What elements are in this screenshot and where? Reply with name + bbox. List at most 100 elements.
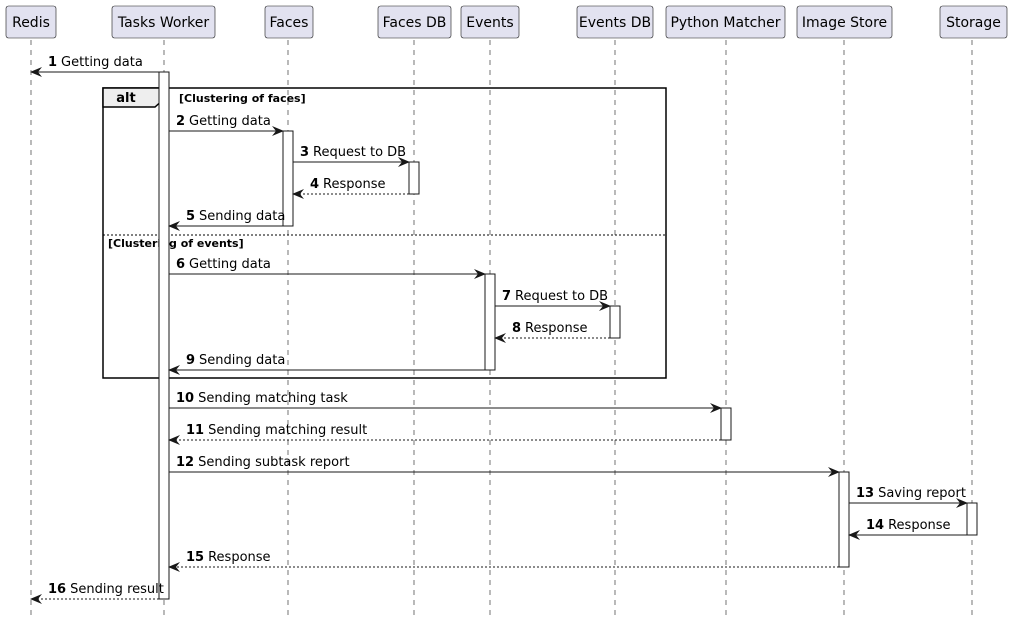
- alt-frame: alt [Clustering of faces] [Clustering of e…: [102, 87, 667, 379]
- message-6: 6 Getting data: [169, 257, 486, 279]
- message-label: Sending data: [199, 209, 285, 224]
- message-number: 14: [866, 518, 884, 533]
- message-number: 16: [48, 582, 66, 597]
- message-label: Response: [208, 550, 270, 565]
- message-7: 7 Request to DB: [495, 289, 611, 311]
- message-label: Getting data: [61, 55, 143, 70]
- message-label: Getting data: [189, 257, 271, 272]
- message-number: 12: [176, 455, 194, 470]
- message-12: 12 Sending subtask report: [169, 455, 840, 477]
- message-text: 12 Sending subtask report: [176, 455, 350, 470]
- participant-label: Redis: [12, 15, 50, 31]
- message-text: 15 Response: [186, 550, 271, 565]
- message-13: 13 Saving report: [849, 486, 968, 508]
- participant-label: Events DB: [579, 15, 651, 31]
- message-text: 1 Getting data: [48, 55, 143, 70]
- participant-facesdb: Faces DB: [377, 5, 452, 39]
- alt-guard-events: [Clustering of events]: [108, 237, 244, 250]
- participant-label: Storage: [946, 15, 1001, 31]
- message-number: 4: [310, 177, 319, 192]
- activation-eventsdb: [609, 305, 621, 339]
- message-number: 5: [186, 209, 195, 224]
- message-number: 3: [300, 145, 309, 160]
- participant-box: [939, 5, 1008, 39]
- message-number: 15: [186, 550, 204, 565]
- message-text: 14 Response: [866, 518, 951, 533]
- participant-box: [111, 5, 216, 39]
- message-text: 10 Sending matching task: [176, 391, 348, 406]
- message-text: 6 Getting data: [176, 257, 271, 272]
- message-number: 1: [48, 55, 57, 70]
- participant-imagestore: Image Store: [796, 5, 893, 39]
- participant-box: [377, 5, 452, 39]
- message-16: 16 Sending result: [30, 582, 164, 604]
- message-label: Sending matching task: [198, 391, 348, 406]
- participant-redis: Redis: [5, 5, 57, 39]
- message-number: 10: [176, 391, 194, 406]
- participant-box: [576, 5, 654, 39]
- message-label: Sending result: [70, 582, 164, 597]
- message-11: 11 Sending matching result: [168, 423, 721, 445]
- message-text: 11 Sending matching result: [186, 423, 367, 438]
- activation-worker: [158, 71, 170, 600]
- participant-eventsdb: Events DB: [576, 5, 654, 39]
- message-text: 13 Saving report: [856, 486, 966, 501]
- message-text: 7 Request to DB: [502, 289, 608, 304]
- participant-worker: Tasks Worker: [111, 5, 216, 39]
- message-label: Request to DB: [313, 145, 406, 160]
- message-number: 11: [186, 423, 204, 438]
- message-label: Sending subtask report: [198, 455, 349, 470]
- message-label: Request to DB: [515, 289, 608, 304]
- alt-frame-title: alt: [116, 91, 135, 106]
- message-text: 16 Sending result: [48, 582, 164, 597]
- message-3: 3 Request to DB: [293, 145, 410, 167]
- message-text: 8 Response: [512, 321, 587, 336]
- alt-frame-border: [102, 87, 667, 379]
- message-10: 10 Sending matching task: [169, 391, 722, 413]
- participant-box: [264, 5, 314, 39]
- message-15: 15 Response: [168, 550, 839, 572]
- message-text: 2 Getting data: [176, 114, 271, 129]
- participant-label: Image Store: [802, 15, 887, 31]
- activation-faces: [282, 130, 294, 227]
- message-label: Sending matching result: [208, 423, 367, 438]
- participant-storage: Storage: [939, 5, 1008, 39]
- participant-box: [460, 5, 520, 39]
- activation-matcher: [720, 407, 732, 441]
- participant-label: Python Matcher: [670, 15, 780, 31]
- message-label: Response: [888, 518, 950, 533]
- message-text: 3 Request to DB: [300, 145, 406, 160]
- message-number: 2: [176, 114, 185, 129]
- message-number: 6: [176, 257, 185, 272]
- participant-events: Events: [460, 5, 520, 39]
- message-label: Response: [525, 321, 587, 336]
- message-9: 9 Sending data: [168, 353, 485, 375]
- participant-label: Events: [466, 15, 513, 31]
- participant-label: Faces: [270, 15, 309, 31]
- message-number: 9: [186, 353, 195, 368]
- message-label: Getting data: [189, 114, 271, 129]
- message-text: 5 Sending data: [186, 209, 285, 224]
- participant-box: [5, 5, 57, 39]
- activation-events: [484, 273, 496, 371]
- message-8: 8 Response: [494, 321, 610, 343]
- participant-label: Tasks Worker: [117, 15, 210, 31]
- message-label: Sending data: [199, 353, 285, 368]
- alt-guard-faces: [Clustering of faces]: [179, 92, 306, 105]
- message-label: Saving report: [878, 486, 966, 501]
- message-5: 5 Sending data: [168, 209, 285, 231]
- participant-matcher: Python Matcher: [665, 5, 786, 39]
- activation-storage: [966, 502, 978, 536]
- message-number: 7: [502, 289, 511, 304]
- message-text: 9 Sending data: [186, 353, 285, 368]
- activation-facesdb: [408, 161, 420, 195]
- participant-box: [665, 5, 786, 39]
- message-number: 8: [512, 321, 521, 336]
- message-number: 13: [856, 486, 874, 501]
- participant-faces: Faces: [264, 5, 314, 39]
- participant-box: [796, 5, 893, 39]
- participant-label: Faces DB: [383, 15, 447, 31]
